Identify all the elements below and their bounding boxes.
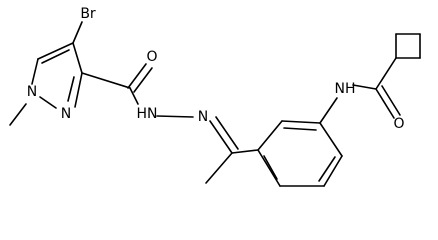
bond-carbonyl-cyclobutyl bbox=[375, 57, 397, 90]
bond-c4-br bbox=[72, 21, 83, 44]
bond-n-c-hydrazone-double bbox=[215, 116, 239, 150]
bond-n1-methyl bbox=[9, 103, 27, 126]
bond-carbonyl-o bbox=[127, 63, 147, 89]
bond-c3-carbonyl bbox=[81, 72, 131, 89]
bond-c4-c5 bbox=[37, 42, 74, 60]
bond-carbonyl-o-double bbox=[133, 67, 153, 93]
molecule-structure: Br N N O HN N NH O bbox=[9, 6, 421, 187]
bond-ar-6-1-double bbox=[263, 155, 278, 180]
bond-ar-4-5-double bbox=[318, 156, 336, 182]
amide-oxygen-right-label: O bbox=[393, 116, 404, 132]
bond-n-c-hydrazone bbox=[209, 120, 233, 154]
bond-nh-n bbox=[156, 115, 194, 118]
bond-c-methyl bbox=[205, 152, 233, 184]
bond-ar-6-1 bbox=[257, 149, 281, 187]
bond-n2-c3-double bbox=[67, 76, 75, 102]
bond-ar-nh bbox=[319, 97, 338, 124]
hydrazone-n-label: N bbox=[198, 109, 208, 125]
anilide-nh-label: NH bbox=[335, 81, 356, 97]
bond-n1-n2 bbox=[39, 96, 57, 109]
bond-carbonyl-o-right bbox=[375, 88, 395, 119]
bond-nh-carbonyl bbox=[352, 84, 377, 90]
structure-canvas: Br N N O HN N NH O bbox=[9, 6, 421, 187]
bond-carbonyl-nh bbox=[129, 87, 139, 105]
bond-ar-4-5 bbox=[323, 155, 343, 187]
bond-c5-n1 bbox=[31, 58, 39, 85]
bromine-label: Br bbox=[80, 6, 96, 22]
benzene-ring bbox=[257, 120, 343, 187]
cyclobutane-ring bbox=[395, 33, 421, 59]
bond-ar-2-3 bbox=[281, 120, 321, 124]
pyrazole-n2-label: N bbox=[61, 106, 71, 122]
pyrazole-ring bbox=[31, 42, 83, 109]
bond-carbonyl-o-right-double bbox=[381, 85, 401, 116]
bond-n2-c3 bbox=[74, 72, 83, 108]
bond-ar-2-3-double bbox=[283, 127, 317, 131]
hydrazide-nh-label: HN bbox=[137, 106, 158, 122]
bond-c4-c3 bbox=[72, 42, 83, 74]
amide-oxygen-left-label: O bbox=[146, 49, 157, 65]
bond-c4-c5-double bbox=[41, 49, 70, 64]
pyrazole-n1-label: N bbox=[27, 84, 37, 100]
bond-ar-3-4 bbox=[319, 122, 343, 157]
bond-c-aryl bbox=[231, 149, 259, 154]
bond-ar-1-2 bbox=[257, 120, 283, 151]
